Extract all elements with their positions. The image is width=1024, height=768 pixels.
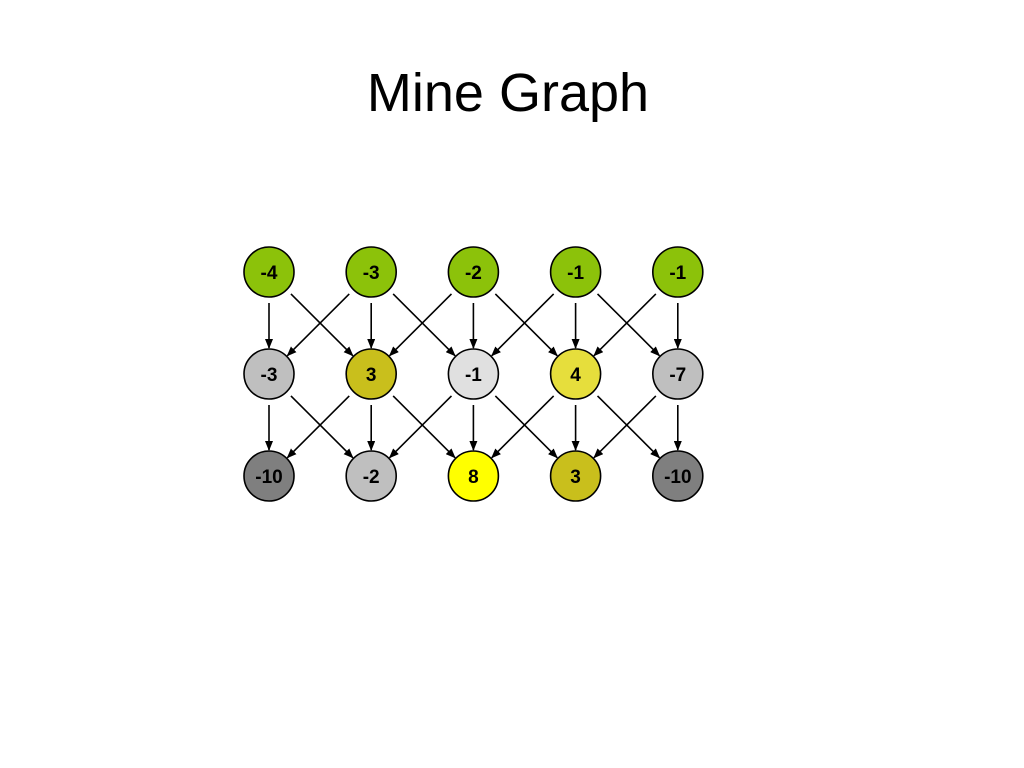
graph-node-r1c3: 4	[549, 348, 602, 400]
nodes-layer: -4 -3 -2 -1 -1 -3 3 -1 4 -7 -10 -2 8 3 -10	[243, 246, 704, 502]
graph-node-r1c1: 3	[345, 348, 398, 400]
node-value: 3	[570, 467, 581, 488]
edge-arrow-r1c2-to-r2c1	[388, 395, 453, 459]
edge-arrow-r0c1-to-r1c2	[392, 293, 456, 357]
node-value: 3	[366, 365, 377, 386]
graph-node-r2c3: 3	[549, 450, 602, 502]
graph-node-r0c3: -1	[549, 246, 602, 298]
graph-node-r0c2: -2	[447, 246, 500, 298]
node-circle	[549, 348, 602, 400]
edge-arrow-r0c2-to-r1c3	[494, 293, 558, 357]
graph-node-r0c0: -4	[243, 246, 295, 298]
node-circle	[243, 348, 295, 400]
node-value: 4	[570, 365, 581, 386]
edge-arrow-r1c0-to-r2c1	[290, 395, 354, 459]
edge-arrow-r1c1-to-r2c0	[286, 395, 350, 459]
node-circle	[549, 246, 602, 298]
node-circle	[447, 450, 500, 502]
edge-arrow-r1c3-to-r2c4	[596, 395, 661, 459]
edge-arrow-r0c4-to-r1c3	[593, 293, 657, 357]
edge-arrow-r0c2-to-r1c1	[388, 293, 453, 357]
node-value: 8	[468, 467, 479, 488]
graph-node-r0c1: -3	[345, 246, 398, 298]
graph-node-r2c0: -10	[243, 450, 295, 502]
node-circle	[447, 246, 500, 298]
graph-node-r0c4: -1	[651, 246, 704, 298]
node-circle	[447, 348, 500, 400]
graph-node-r1c4: -7	[651, 348, 704, 400]
edge-arrow-r1c1-to-r2c2	[392, 395, 456, 459]
node-value: -1	[567, 263, 584, 284]
edge-arrow-r1c4-to-r2c3	[593, 395, 657, 459]
edge-arrow-r1c2-to-r2c3	[494, 395, 558, 459]
node-circle	[243, 246, 295, 298]
node-value: -1	[669, 263, 686, 284]
node-value: -7	[669, 365, 686, 386]
node-value: -3	[363, 263, 380, 284]
node-circle	[651, 450, 704, 502]
edge-arrow-r0c3-to-r1c4	[596, 293, 661, 357]
slide-title: Mine Graph	[366, 63, 650, 123]
node-circle	[345, 246, 398, 298]
node-value: -3	[261, 365, 278, 386]
node-value: -10	[255, 467, 282, 488]
node-circle	[345, 450, 398, 502]
node-circle	[549, 450, 602, 502]
edge-arrow-r0c1-to-r1c0	[286, 293, 350, 357]
node-circle	[651, 246, 704, 298]
edge-arrow-r0c0-to-r1c1	[290, 293, 354, 357]
graph-node-r2c2: 8	[447, 450, 500, 502]
node-circle	[651, 348, 704, 400]
node-value: -10	[664, 467, 691, 488]
graph-node-r1c2: -1	[447, 348, 500, 400]
node-value: -1	[465, 365, 482, 386]
graph-node-r1c0: -3	[243, 348, 295, 400]
node-value: -4	[261, 263, 278, 284]
node-circle	[243, 450, 295, 502]
graph-node-r2c1: -2	[345, 450, 398, 502]
node-value: -2	[363, 467, 380, 488]
graph-node-r2c4: -10	[651, 450, 704, 502]
edge-arrow-r1c3-to-r2c2	[491, 395, 555, 459]
node-circle	[345, 348, 398, 400]
node-value: -2	[465, 263, 482, 284]
edge-arrow-r0c3-to-r1c2	[491, 293, 555, 357]
edges-layer	[265, 293, 682, 459]
